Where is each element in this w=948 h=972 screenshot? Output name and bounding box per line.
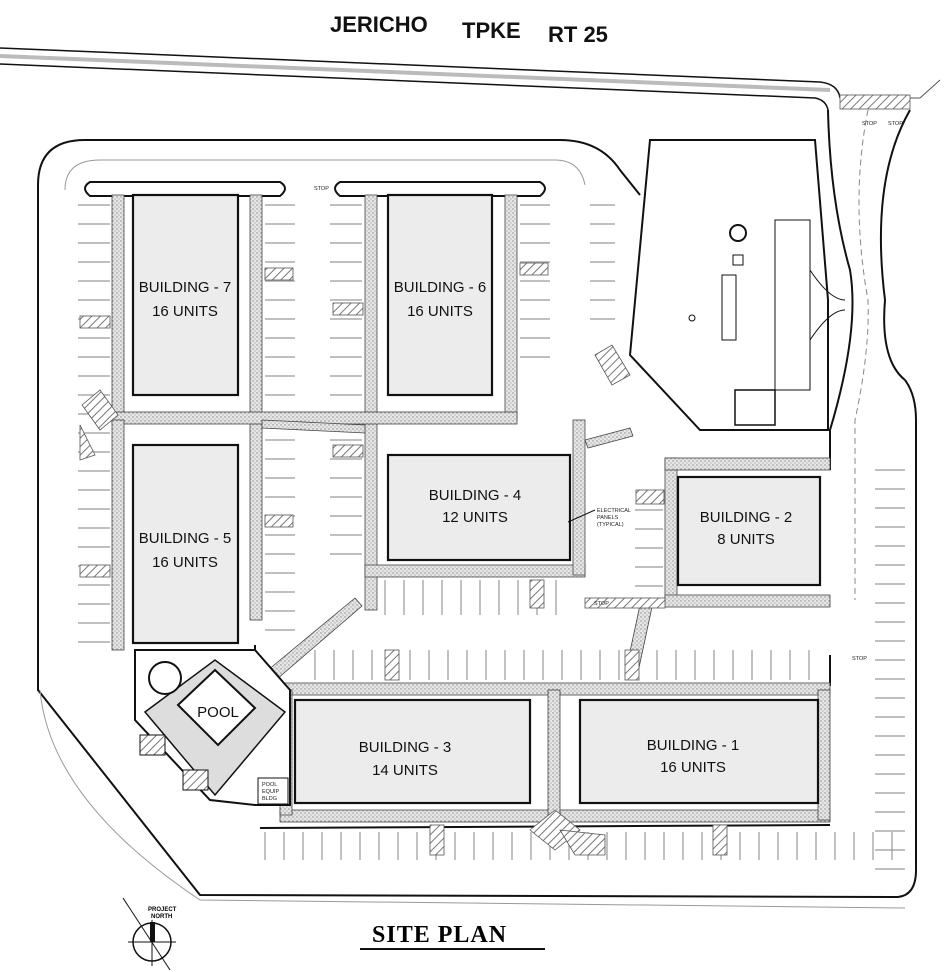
building-6[interactable]: BUILDING - 6 16 UNITS bbox=[386, 193, 494, 397]
building-7[interactable]: BUILDING - 7 16 UNITS bbox=[131, 193, 240, 397]
walkways bbox=[111, 194, 831, 823]
hatched-zones bbox=[79, 262, 728, 856]
stop-label: STOP bbox=[314, 186, 329, 192]
stop-label: STOP bbox=[594, 601, 609, 607]
building-4-name: BUILDING - 4 bbox=[429, 487, 522, 504]
building-1[interactable]: BUILDING - 1 16 UNITS bbox=[578, 698, 820, 805]
site-boundary bbox=[37, 109, 917, 909]
road-name: JERICHO bbox=[330, 12, 428, 37]
stop-label: STOP bbox=[862, 121, 877, 127]
title-text: SITE PLAN bbox=[372, 922, 507, 948]
north-line2: NORTH bbox=[151, 914, 172, 920]
pool-label: POOL bbox=[197, 704, 239, 721]
stop-label: STOP bbox=[852, 656, 867, 662]
electrical-line1: ELECTRICAL bbox=[597, 508, 631, 514]
building-3-name: BUILDING - 3 bbox=[359, 739, 452, 756]
building-3[interactable]: BUILDING - 3 14 UNITS bbox=[293, 698, 532, 805]
building-1-name: BUILDING - 1 bbox=[647, 737, 740, 754]
stop-label: STOP bbox=[888, 121, 903, 127]
electrical-panels-note: ELECTRICAL PANELS (TYPICAL) bbox=[567, 508, 631, 528]
building-6-units: 16 UNITS bbox=[407, 303, 473, 320]
building-4[interactable]: BUILDING - 4 12 UNITS bbox=[386, 453, 572, 562]
electrical-line3: (TYPICAL) bbox=[597, 522, 624, 528]
building-5[interactable]: BUILDING - 5 16 UNITS bbox=[131, 443, 240, 645]
north-line1: PROJECT bbox=[148, 907, 177, 913]
building-4-units: 12 UNITS bbox=[442, 509, 508, 526]
pool-equip-line3: BLDG bbox=[262, 796, 277, 802]
electrical-line2: PANELS bbox=[597, 515, 619, 521]
pool-equip-line2: EQUIP bbox=[262, 789, 279, 795]
building-7-name: BUILDING - 7 bbox=[139, 279, 232, 296]
building-5-units: 16 UNITS bbox=[152, 554, 218, 571]
site-plan-title: SITE PLAN bbox=[360, 922, 545, 950]
road-route: RT 25 bbox=[548, 22, 608, 47]
pool-area[interactable]: POOL POOL EQUIP BLDG bbox=[134, 649, 291, 806]
north-arrow: PROJECT NORTH bbox=[122, 897, 177, 971]
stop-labels: STOP STOP STOP STOP STOP bbox=[314, 121, 903, 662]
building-6-name: BUILDING - 6 bbox=[394, 279, 487, 296]
building-5-name: BUILDING - 5 bbox=[139, 530, 232, 547]
building-2[interactable]: BUILDING - 2 8 UNITS bbox=[676, 475, 822, 587]
jericho-turnpike-road: JERICHO TPKE RT 25 bbox=[0, 12, 941, 111]
building-7-units: 16 UNITS bbox=[152, 303, 218, 320]
building-1-units: 16 UNITS bbox=[660, 759, 726, 776]
pool-equip-line1: POOL bbox=[262, 782, 277, 788]
commercial-building bbox=[628, 139, 846, 431]
building-3-units: 14 UNITS bbox=[372, 762, 438, 779]
building-2-units: 8 UNITS bbox=[717, 531, 775, 548]
road-type: TPKE bbox=[462, 18, 521, 43]
building-2-name: BUILDING - 2 bbox=[700, 509, 793, 526]
